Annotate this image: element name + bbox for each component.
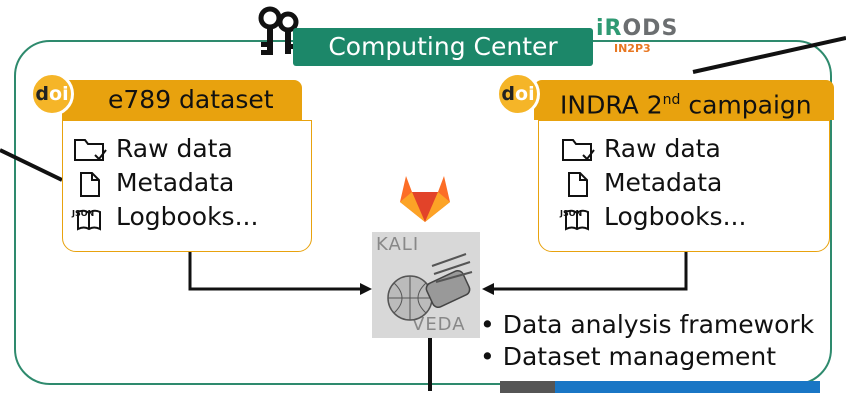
document-icon bbox=[80, 172, 100, 197]
arrow-right-to-kaliveda bbox=[492, 252, 688, 291]
dataset-items-e789: Raw data Metadata JSON Logbooks... bbox=[72, 132, 258, 234]
item-label: Metadata bbox=[115, 168, 235, 197]
in2p3-logo: IN2P3 bbox=[614, 42, 651, 55]
kaliveda-bottom-text: VEDA bbox=[412, 314, 466, 335]
feature-item: • Dataset management bbox=[480, 342, 777, 371]
kaliveda-top-text: KALI bbox=[376, 234, 420, 255]
list-item: Raw data bbox=[72, 132, 258, 166]
folder-check-icon bbox=[562, 139, 595, 161]
doi-icon: doi bbox=[30, 72, 74, 116]
json-book-icon: JSON bbox=[560, 203, 596, 233]
list-item: Raw data bbox=[560, 132, 746, 166]
bottom-bar bbox=[500, 381, 820, 393]
kaliveda-detector-graphic bbox=[387, 253, 473, 321]
dataset-card-e789 bbox=[62, 120, 312, 252]
computing-center-banner: Computing Center bbox=[293, 28, 593, 66]
dataset-title-e789: e789 dataset bbox=[62, 80, 302, 120]
item-label: Metadata bbox=[603, 168, 723, 197]
doi-icon: doi bbox=[496, 72, 540, 116]
document-icon bbox=[568, 172, 588, 197]
item-label: Raw data bbox=[115, 134, 233, 163]
left-connector-line bbox=[0, 148, 63, 182]
dataset-title-rest: campaign bbox=[680, 90, 812, 120]
feature-item: • Data analysis framework bbox=[480, 310, 815, 339]
dataset-title-text: INDRA 2 bbox=[560, 90, 663, 120]
dataset-title-indra: INDRA 2nd campaign bbox=[534, 80, 834, 120]
dataset-items-indra: Raw data Metadata JSON Logbooks... bbox=[560, 132, 746, 234]
kaliveda-logo: KALI VEDA bbox=[372, 232, 480, 338]
json-book-icon: JSON bbox=[72, 203, 108, 233]
item-label: Logbooks... bbox=[115, 202, 259, 231]
item-label: Raw data bbox=[603, 134, 721, 163]
list-item: JSON Logbooks... bbox=[72, 200, 258, 234]
item-label: Logbooks... bbox=[603, 202, 747, 231]
feature-label: Dataset management bbox=[502, 342, 777, 371]
irods-logo: iRODS bbox=[596, 16, 679, 41]
arrow-left-to-kaliveda bbox=[188, 252, 362, 291]
feature-label: Data analysis framework bbox=[502, 310, 815, 339]
list-item: Metadata bbox=[72, 166, 258, 200]
list-item: JSON Logbooks... bbox=[560, 200, 746, 234]
dataset-title-text: e789 dataset bbox=[108, 85, 274, 114]
right-connector-line bbox=[692, 36, 846, 74]
folder-check-icon bbox=[74, 139, 107, 161]
arrowhead-right bbox=[482, 283, 494, 295]
gitlab-icon bbox=[400, 176, 450, 222]
arrowhead-left bbox=[360, 283, 372, 295]
list-item: Metadata bbox=[560, 166, 746, 200]
dataset-title-superscript: nd bbox=[662, 92, 681, 108]
